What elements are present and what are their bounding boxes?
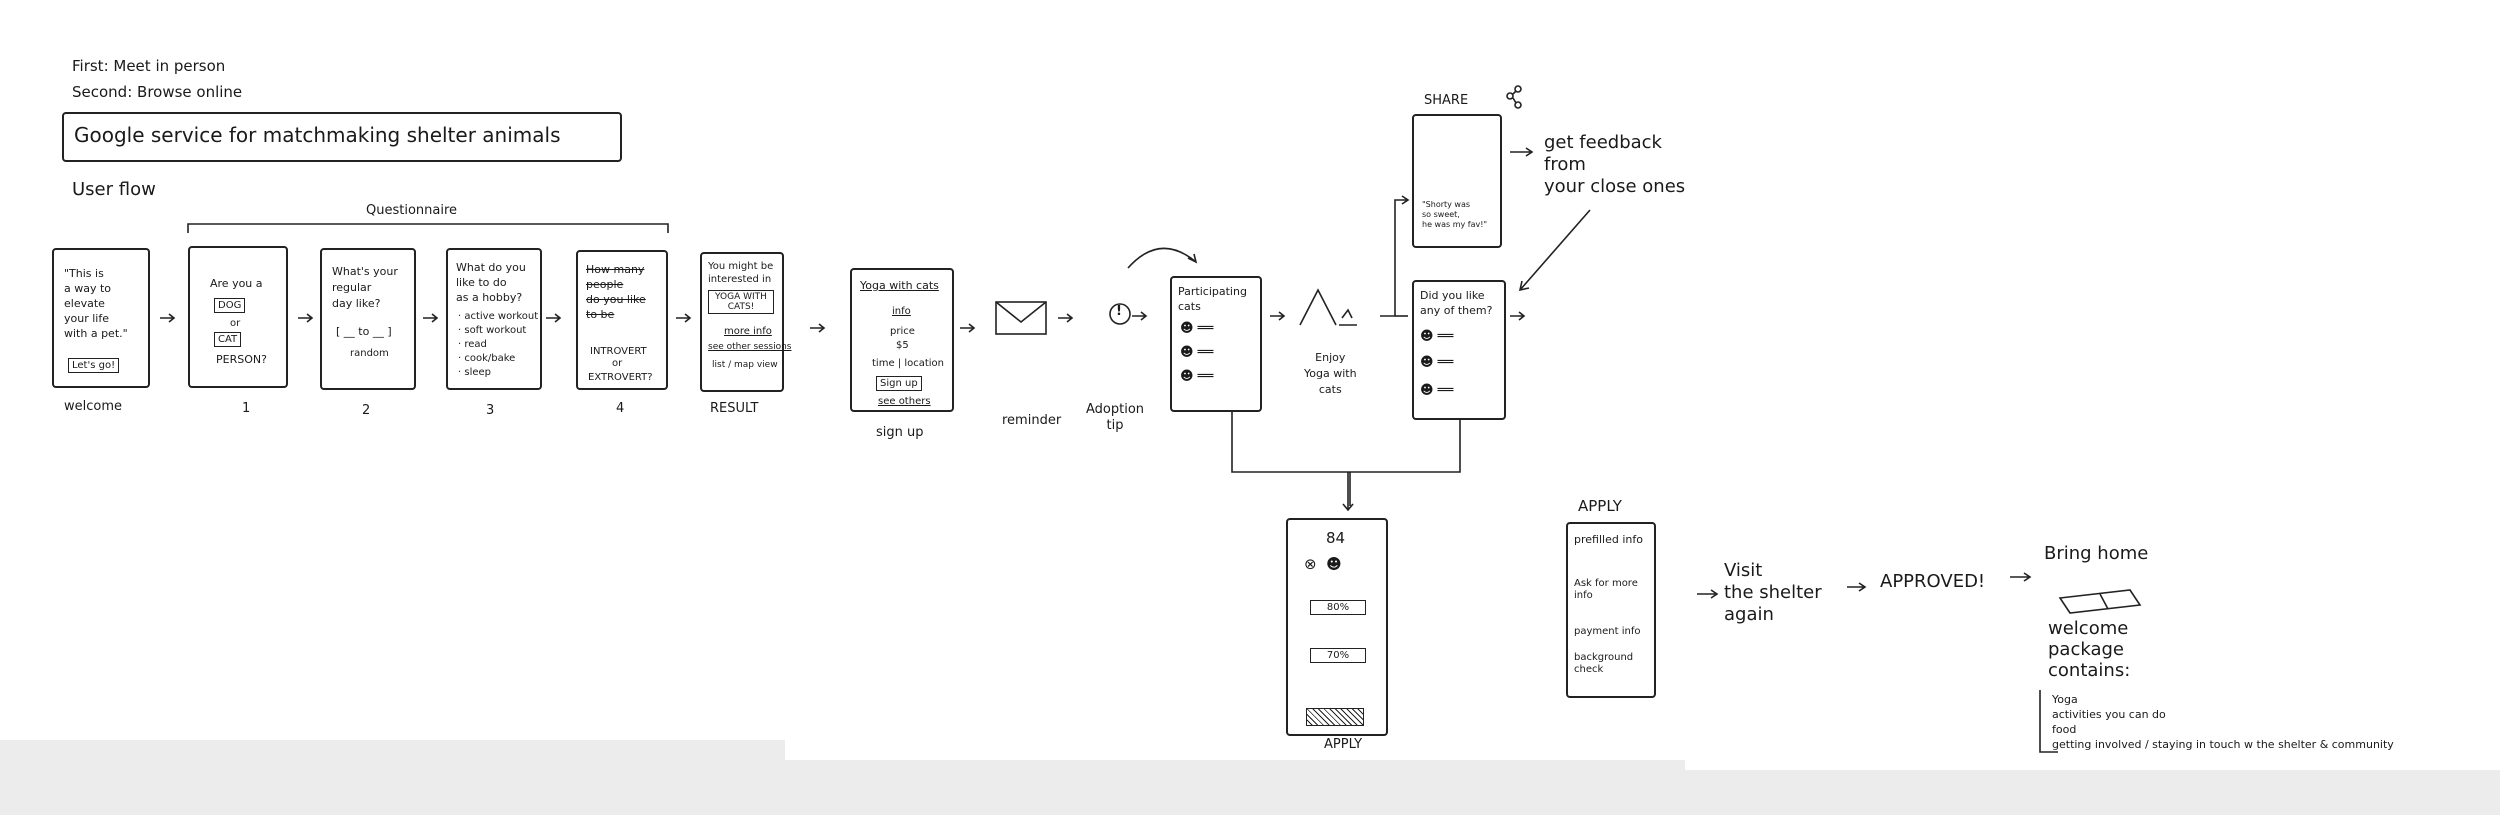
q1-caption: 1 [242, 401, 251, 416]
sign-up-button[interactable]: Sign up [876, 376, 922, 391]
person-option[interactable]: PERSON? [216, 353, 267, 366]
apply-item-ask[interactable]: Ask for more info [1574, 578, 1638, 601]
extrovert-option[interactable]: EXTROVERT? [588, 372, 653, 383]
signup-info[interactable]: info [892, 306, 911, 317]
apply-caption: APPLY [1324, 737, 1363, 752]
package-icon [2060, 588, 2140, 614]
introvert-option[interactable]: INTROVERT [590, 346, 647, 357]
second-note: Second: Browse online [72, 83, 243, 101]
share-icon[interactable] [1506, 86, 1522, 108]
random-option[interactable]: random [350, 348, 389, 359]
heart-icon[interactable] [1484, 358, 1502, 372]
user-flow-label: User flow [72, 179, 156, 200]
welcome-caption: welcome [64, 399, 123, 414]
yoga-with-cats-result[interactable]: YOGA WITH CATS! [708, 290, 774, 314]
question-3-card [446, 248, 542, 390]
apply-item-payment[interactable]: payment info [1574, 626, 1641, 637]
see-others-link[interactable]: see others [878, 396, 931, 407]
question-2-card [320, 248, 416, 390]
signup-card [850, 268, 954, 412]
signup-caption: sign up [876, 425, 924, 440]
question-4-card [576, 250, 668, 390]
price-value: $5 [896, 340, 909, 351]
first-note: First: Meet in person [72, 57, 226, 75]
q1-or: or [230, 318, 241, 329]
match-bar-1: 80% [1310, 600, 1366, 615]
cat-list-item[interactable]: ☻ ══ [1180, 321, 1214, 336]
list-map-view-toggle[interactable]: list / map view [712, 360, 778, 370]
apply-title: APPLY [1578, 497, 1622, 515]
result-caption: RESULT [710, 401, 759, 416]
share-label[interactable]: SHARE [1424, 93, 1469, 108]
liked-cat-item[interactable]: ☻ ══ [1420, 329, 1454, 344]
cat-option[interactable]: CAT [214, 332, 242, 347]
q3-caption: 3 [486, 403, 495, 418]
signup-title: Yoga with cats [860, 279, 939, 292]
lets-go-button[interactable]: Let's go! [68, 358, 120, 373]
questionnaire-label: Questionnaire [366, 203, 458, 218]
dog-option[interactable]: DOG [214, 298, 246, 313]
project-title: Google service for matchmaking shelter a… [74, 123, 561, 147]
match-profile-card [1286, 518, 1388, 736]
price-label: price [890, 326, 915, 337]
hobby-options[interactable]: · active workout· soft workout· read· co… [458, 311, 539, 378]
apply-button[interactable] [1306, 708, 1364, 726]
project-title-box [62, 112, 622, 162]
q1-text: Are you a [210, 277, 263, 290]
liked-cat-item[interactable]: ☻ ══ [1420, 355, 1454, 370]
cat-list-item[interactable]: ☻ ══ [1180, 345, 1214, 360]
time-range-input[interactable]: [ __ to __ ] [336, 325, 392, 338]
reminder-caption: reminder [1002, 413, 1062, 428]
question-1-card [188, 246, 288, 388]
alert-icon: ! [1116, 304, 1122, 319]
see-other-sessions-link[interactable]: see other sessions [708, 342, 792, 352]
apply-item-background[interactable]: background check [1574, 652, 1634, 675]
time-location: time | location [872, 358, 944, 369]
participating-cats-card [1170, 276, 1262, 412]
share-card [1412, 114, 1502, 248]
bring-home-note: Bring home [2044, 543, 2149, 564]
result-card [700, 252, 784, 392]
match-bar-2: 70% [1310, 648, 1366, 663]
q4-caption: 4 [616, 401, 625, 416]
q2-caption: 2 [362, 403, 371, 418]
approved-note: APPROVED! [1880, 571, 1986, 592]
more-info-link[interactable]: more info [724, 326, 772, 337]
match-score: 84 [1326, 529, 1346, 547]
liked-cat-item[interactable]: ☻ ══ [1420, 383, 1454, 398]
cat-avatars: ⊗ ☻ [1304, 555, 1342, 573]
did-you-like-card [1412, 280, 1506, 420]
paper-sheet-3 [1685, 0, 2500, 770]
apply-item-prefilled[interactable]: prefilled info [1574, 533, 1643, 546]
cat-list-item[interactable]: ☻ ══ [1180, 369, 1214, 384]
apply-form-card [1566, 522, 1656, 698]
q4-or: or [612, 358, 623, 369]
